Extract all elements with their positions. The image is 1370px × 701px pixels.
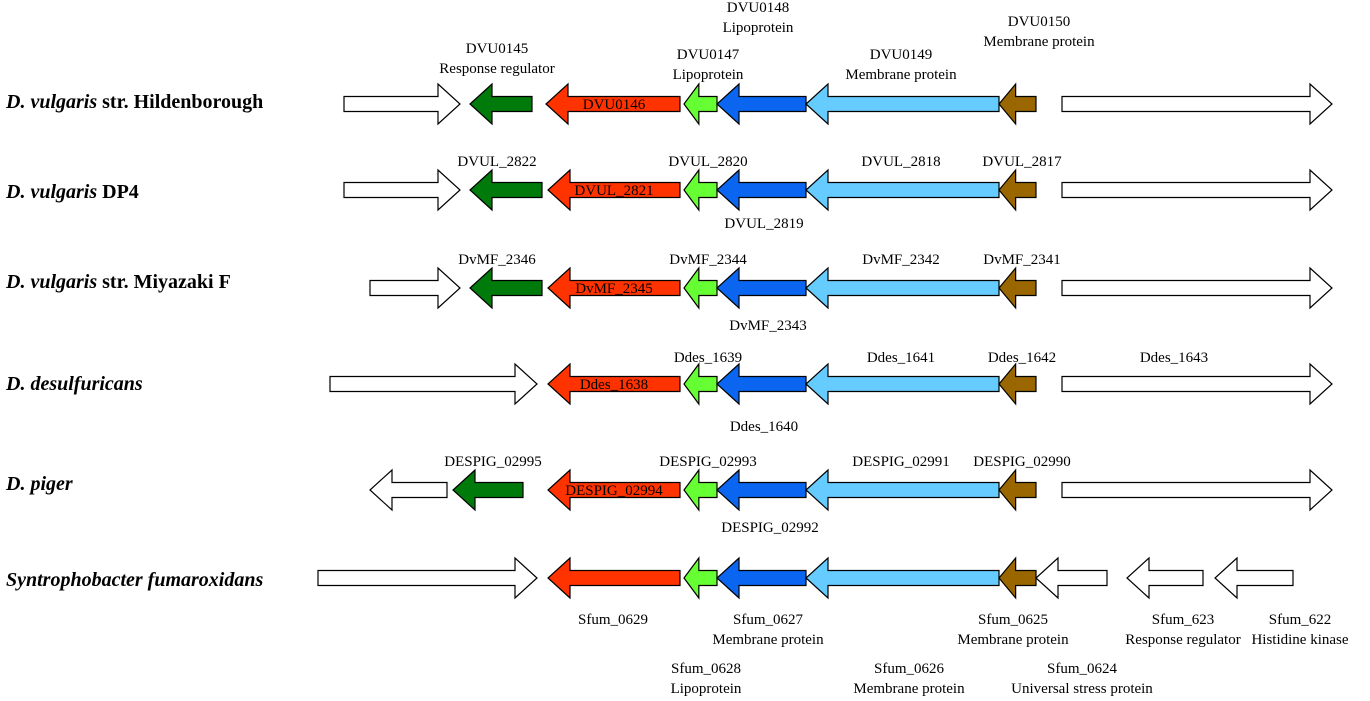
gene-arrow-DESPIG_02993 <box>683 468 718 512</box>
gene-label-Ddes_1642: Ddes_1642 <box>988 350 1056 366</box>
gene-arrow-Sfum_0628 <box>683 556 718 600</box>
organism-name: D. vulgaris DP4 <box>5 181 139 203</box>
gene-arrow-Sfum_0626 <box>805 556 1000 600</box>
gene-arrow-downstream <box>1061 82 1333 126</box>
gene-arrow-DvMF_2341 <box>998 266 1037 310</box>
gene-arrow-DESPIG_02990 <box>998 468 1037 512</box>
gene-label-DvMF_2343: DvMF_2343 <box>729 318 807 334</box>
gene-arrow-upstream <box>343 168 461 212</box>
gene-inner-label: DVU0146 <box>583 97 646 113</box>
gene-arrow-upstream <box>317 556 538 600</box>
gene-arrow-Sfum_622 <box>1214 556 1294 600</box>
gene-arrow-DVUL_2822 <box>469 168 543 212</box>
gene-arrow-DVUL_2818 <box>805 168 1000 212</box>
organism-name: D. piger <box>5 473 73 495</box>
gene-label-DvMF_2346: DvMF_2346 <box>458 252 536 268</box>
gene-label-DvMF_2342: DvMF_2342 <box>862 252 940 268</box>
gene-inner-label: DESPIG_02994 <box>565 483 663 499</box>
gene-arrow-downstream <box>1061 266 1333 310</box>
gene-arrow-DVUL_2821 <box>547 168 681 212</box>
gene-label-DVUL_2818: DVUL_2818 <box>861 154 940 170</box>
gene-arrow-Ddes_1640 <box>716 362 807 406</box>
gene-arrow-downstream <box>1061 168 1333 212</box>
gene-arrow-DVUL_2819 <box>716 168 807 212</box>
gene-arrow-DESPIG_02991 <box>805 468 1000 512</box>
gene-arrow-DVU0146 <box>545 82 681 126</box>
gene-arrow-Ddes_1642 <box>998 362 1037 406</box>
gene-arrow-upstream <box>343 82 461 126</box>
gene-inner-label: DvMF_2345 <box>575 281 653 297</box>
gene-arrow-DvMF_2342 <box>805 266 1000 310</box>
gene-arrow-Ddes_1638 <box>547 362 681 406</box>
gene-arrow-Ddes_1639 <box>683 362 718 406</box>
gene-label-DESPIG_02992: DESPIG_02992 <box>721 520 819 536</box>
gene-label-DESPIG_02990: DESPIG_02990 <box>973 454 1071 470</box>
gene-arrow-DVUL_2817 <box>998 168 1037 212</box>
gene-label-Ddes_1643: Ddes_1643 <box>1140 350 1208 366</box>
gene-label-DVUL_2822: DVUL_2822 <box>457 154 536 170</box>
gene-label-DESPIG_02993: DESPIG_02993 <box>659 454 757 470</box>
gene-arrow-upstream <box>329 362 538 406</box>
gene-label-DvMF_2344: DvMF_2344 <box>669 252 747 268</box>
gene-arrow-Sfum_0625 <box>998 556 1037 600</box>
gene-label-Ddes_1639: Ddes_1639 <box>674 350 742 366</box>
gene-arrow-DVU0148 <box>716 82 807 126</box>
gene-label-DvMF_2341: DvMF_2341 <box>983 252 1061 268</box>
gene-arrow-Sfum_623 <box>1126 556 1204 600</box>
gene-arrow-upstream <box>369 468 448 512</box>
gene-arrow-DvMF_2346 <box>469 266 543 310</box>
gene-label-Sfum_0629: Sfum_0629 <box>578 612 648 628</box>
gene-arrow-DVU0147 <box>683 82 718 126</box>
gene-arrow-DVUL_2820 <box>683 168 718 212</box>
gene-inner-label: DVUL_2821 <box>574 183 653 199</box>
gene-label-DVUL_2817: DVUL_2817 <box>982 154 1062 170</box>
organism-name: Syntrophobacter fumaroxidans <box>6 569 263 591</box>
gene-arrow-DvMF_2344 <box>683 266 718 310</box>
gene-label-DVUL_2820: DVUL_2820 <box>668 154 747 170</box>
gene-arrow-DVU0150 <box>998 82 1037 126</box>
gene-label-DESPIG_02995: DESPIG_02995 <box>444 454 542 470</box>
gene-arrow-DESPIG_02992 <box>716 468 807 512</box>
gene-arrow-DVU0149 <box>805 82 1000 126</box>
gene-row: D. vulgaris str. Hildenborough DVU0146 DVU… <box>5 0 1333 126</box>
gene-arrow-DvMF_2343 <box>716 266 807 310</box>
organism-name: D. desulfuricans <box>5 373 143 395</box>
gene-label-DESPIG_02991: DESPIG_02991 <box>852 454 950 470</box>
gene-arrow-Sfum_0629 <box>547 556 681 600</box>
organism-name: D. vulgaris str. Hildenborough <box>5 91 263 113</box>
gene-label-Ddes_1640: Ddes_1640 <box>730 419 798 435</box>
gene-arrow-Ddes_1643 <box>1061 362 1333 406</box>
gene-arrow-DESPIG_02994 <box>547 468 681 512</box>
gene-inner-label: Ddes_1638 <box>580 377 648 393</box>
gene-arrow-DESPIG_02995 <box>452 468 524 512</box>
gene-arrow-Sfum_0624 <box>1035 556 1108 600</box>
gene-arrow-Sfum_0627 <box>716 556 807 600</box>
gene-arrow-DvMF_2345 <box>547 266 681 310</box>
gene-arrow-upstream <box>369 266 461 310</box>
organism-name: D. vulgaris str. Miyazaki F <box>5 271 231 293</box>
gene-label-Ddes_1641: Ddes_1641 <box>867 350 935 366</box>
gene-arrow-DVU0145 <box>469 82 533 126</box>
gene-arrow-downstream <box>1061 468 1333 512</box>
gene-arrow-Ddes_1641 <box>805 362 1000 406</box>
gene-label-DVUL_2819: DVUL_2819 <box>724 216 803 232</box>
